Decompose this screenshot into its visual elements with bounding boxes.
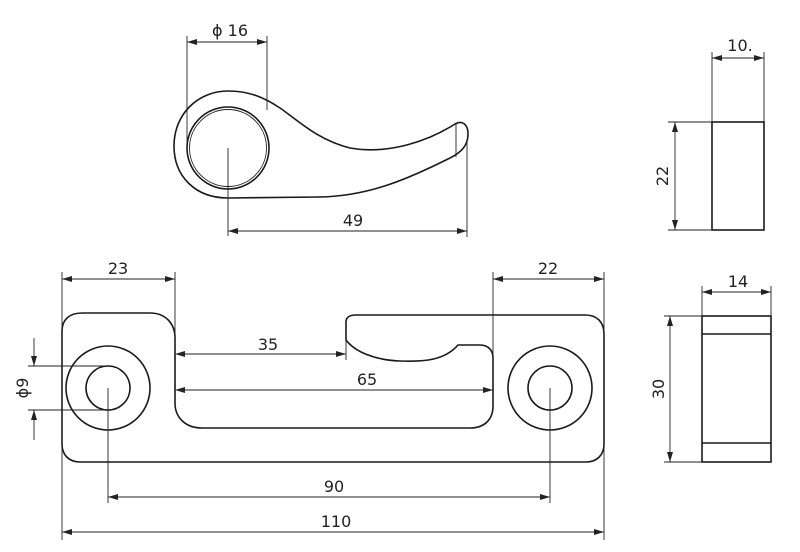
dimension-right-tab-22: 22 (538, 259, 558, 278)
dimension-width-10: 10. (727, 36, 752, 55)
dimension-overall-110: 110 (321, 512, 352, 531)
dimension-notch-35: 35 (258, 335, 278, 354)
hook-side-view: 10. 22 (653, 36, 765, 231)
dimension-left-tab-23: 23 (108, 259, 128, 278)
dimension-diameter-16: ϕ 16 (212, 21, 248, 40)
plate-outline (61, 312, 605, 463)
dimension-hole-diameter-9: ϕ9 (13, 378, 32, 399)
dimension-thickness-14: 14 (728, 272, 748, 291)
plate-side-view: 14 30 (649, 272, 772, 463)
dimension-height-22: 22 (653, 166, 672, 186)
dimension-hole-spacing-90: 90 (324, 477, 344, 496)
hook-outline (173, 90, 469, 199)
hook-front-view: ϕ 16 49 (173, 21, 469, 237)
plate-front-view: 23 22 35 65 ϕ9 90 110 (13, 259, 605, 540)
dimension-height-30: 30 (649, 379, 668, 399)
plate-side-outline (701, 315, 772, 463)
hook-side-outline (711, 121, 765, 231)
dimension-length-49: 49 (343, 211, 363, 230)
dimension-slot-65: 65 (357, 370, 377, 389)
